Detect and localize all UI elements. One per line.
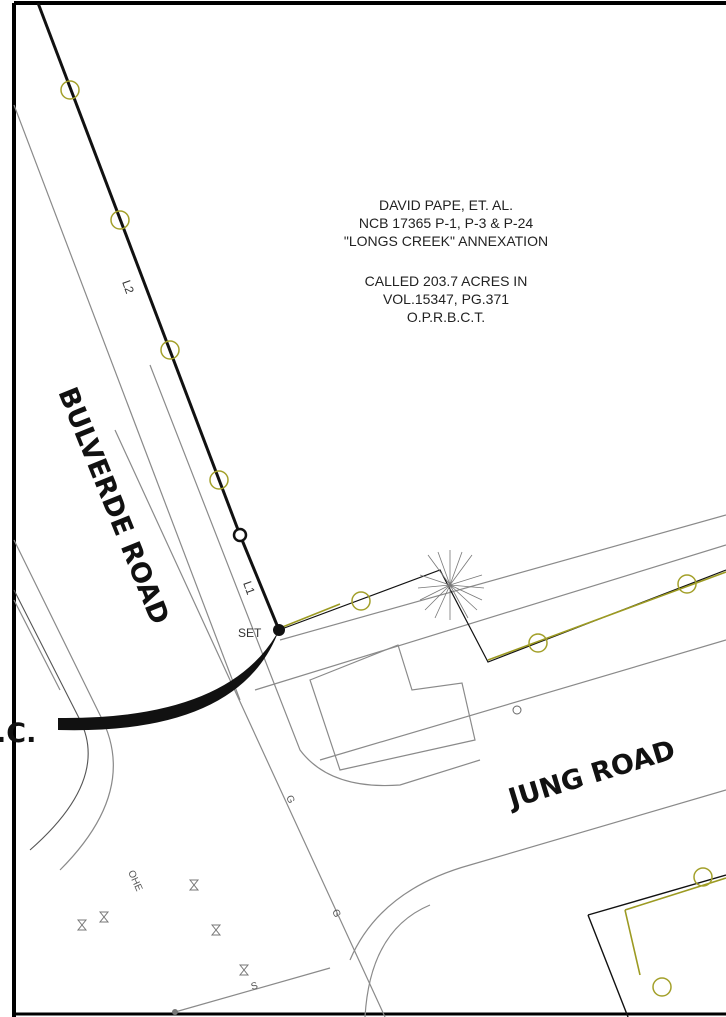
gas-label-2: G [329, 908, 342, 920]
owner-name: DAVID PAPE, ET. AL. [379, 197, 513, 213]
manhole-icon [172, 1009, 178, 1015]
jung-north-edge [279, 514, 726, 641]
left-fragment-label: .C. [0, 718, 36, 749]
line-label-l2: L2 [119, 278, 137, 296]
bulverde-road-label: BULVERDE ROAD [52, 383, 175, 629]
bulverde-row-west [13, 104, 241, 701]
marker-8 [693, 867, 713, 887]
marker-1 [60, 80, 80, 100]
marker-10 [512, 705, 522, 715]
marker-3 [160, 340, 180, 360]
marker-2 [110, 210, 130, 230]
jung-south-curb [364, 904, 431, 1017]
building-outline [309, 644, 476, 771]
owner-annexation: "LONGS CREEK" ANNEXATION [344, 233, 548, 249]
ohe-label: OHE [125, 869, 144, 894]
boundary-line-l2 [36, 2, 242, 536]
parcel-olive-line [624, 877, 726, 976]
marker-6 [528, 633, 548, 653]
bulverde-west-edge [13, 599, 61, 691]
marker-9 [652, 977, 672, 997]
sewer-line [174, 967, 331, 1013]
bulverde-west-lower [13, 539, 114, 871]
parcel-lower-right [587, 874, 726, 1017]
marker-4 [209, 470, 229, 490]
boundary-line-l1 [238, 534, 281, 631]
owner-records: O.P.R.B.C.T. [407, 309, 485, 325]
line-label-l1: L1 [240, 579, 258, 597]
owner-ncb: NCB 17365 P-1, P-3 & P-24 [359, 215, 534, 231]
bulverde-row-east-curb [149, 364, 481, 787]
jung-road-label: JUNG ROAD [503, 735, 679, 816]
fence-line [278, 569, 726, 663]
jung-centerline [319, 639, 726, 761]
marker-5 [351, 591, 371, 611]
gas-label-1: G [283, 794, 296, 806]
set-point [273, 624, 285, 636]
found-point [232, 527, 248, 543]
fence-olive [279, 571, 726, 661]
return-curve [58, 630, 279, 731]
set-point-label: SET [238, 626, 262, 640]
jung-south-edge [349, 789, 726, 961]
valve-icon [76, 879, 250, 976]
owner-acreage: CALLED 203.7 ACRES IN [365, 273, 528, 289]
owner-volume: VOL.15347, PG.371 [383, 291, 509, 307]
jung-north-curb [254, 544, 726, 691]
tree-icon [417, 550, 485, 620]
marker-7 [677, 574, 697, 594]
bulverde-centerline [114, 429, 386, 1017]
sewer-label: S [250, 980, 260, 993]
